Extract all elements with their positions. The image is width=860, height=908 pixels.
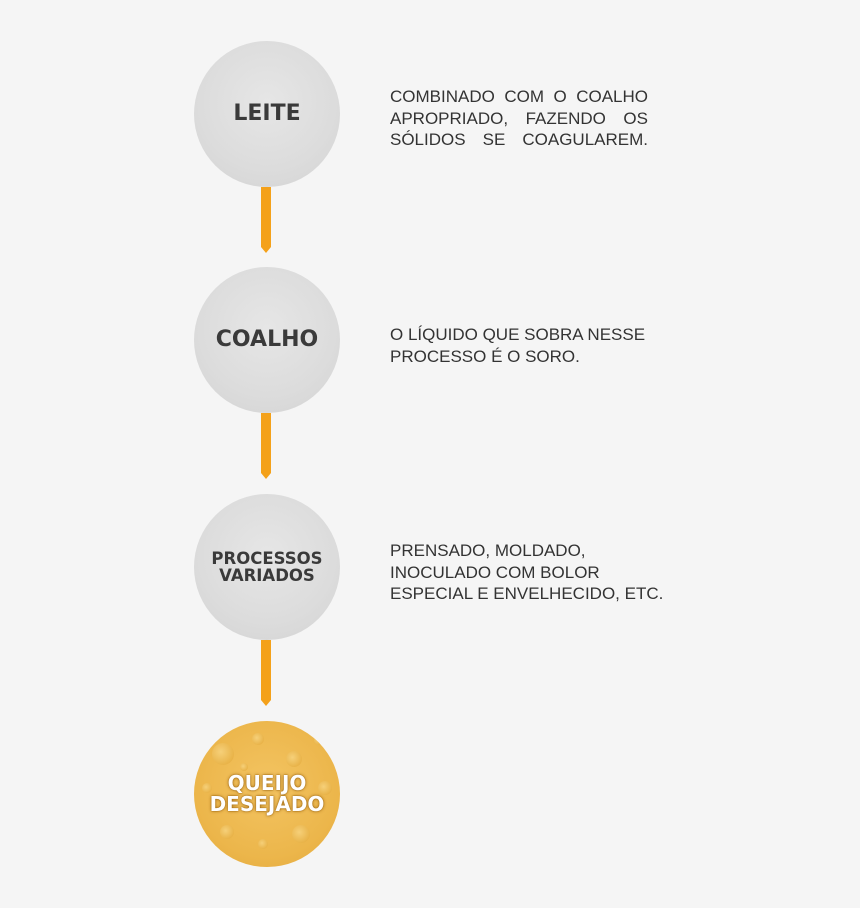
arrow-down-icon <box>261 413 271 479</box>
cheese-hole <box>314 735 324 745</box>
description-line: O LÍQUIDO QUE SOBRA NESSE <box>390 325 646 344</box>
step-label: QUEIJO DESEJADO <box>209 771 325 816</box>
description-line: ESPECIAL E ENVELHECIDO, ETC. <box>390 584 664 603</box>
cheese-hole <box>318 781 332 795</box>
description-line: APROPRIADO, FAZENDO OS <box>390 108 648 128</box>
cheese-hole <box>258 839 268 849</box>
step-description-processos-variados: PRENSADO, MOLDADO, INOCULADO COM BOLOR E… <box>390 540 690 605</box>
step-node-processos-variados: PROCESSOS VARIADOS <box>194 494 340 640</box>
step-description-leite: COMBINADO COM O COALHO APROPRIADO, FAZEN… <box>390 86 648 151</box>
cheese-hole <box>220 825 234 839</box>
cheese-hole <box>286 751 302 767</box>
description-line: SÓLIDOS SE COAGULAREM. <box>390 130 648 149</box>
arrow-down-icon <box>261 187 271 253</box>
cheese-texture-icon: QUEIJO DESEJADO <box>194 721 340 867</box>
cheese-hole <box>292 825 310 843</box>
arrow-down-icon <box>261 640 271 706</box>
cheese-hole <box>202 783 212 793</box>
step-label: COALHO <box>215 327 319 353</box>
cheese-hole <box>240 763 248 771</box>
description-line: COMBINADO COM O COALHO <box>390 87 648 106</box>
cheese-hole <box>252 733 264 745</box>
step-label: PROCESSOS VARIADOS <box>211 548 323 585</box>
step-node-coalho: COALHO <box>194 267 340 413</box>
cheese-hole <box>212 743 234 765</box>
step-label: LEITE <box>233 101 301 127</box>
description-line: INOCULADO COM BOLOR <box>390 562 600 582</box>
step-description-coalho: O LÍQUIDO QUE SOBRA NESSE PROCESSO É O S… <box>390 324 690 367</box>
step-node-leite: LEITE <box>194 41 340 187</box>
description-line: PRENSADO, MOLDADO, <box>390 541 586 560</box>
description-line: PROCESSO É O SORO. <box>390 346 580 366</box>
